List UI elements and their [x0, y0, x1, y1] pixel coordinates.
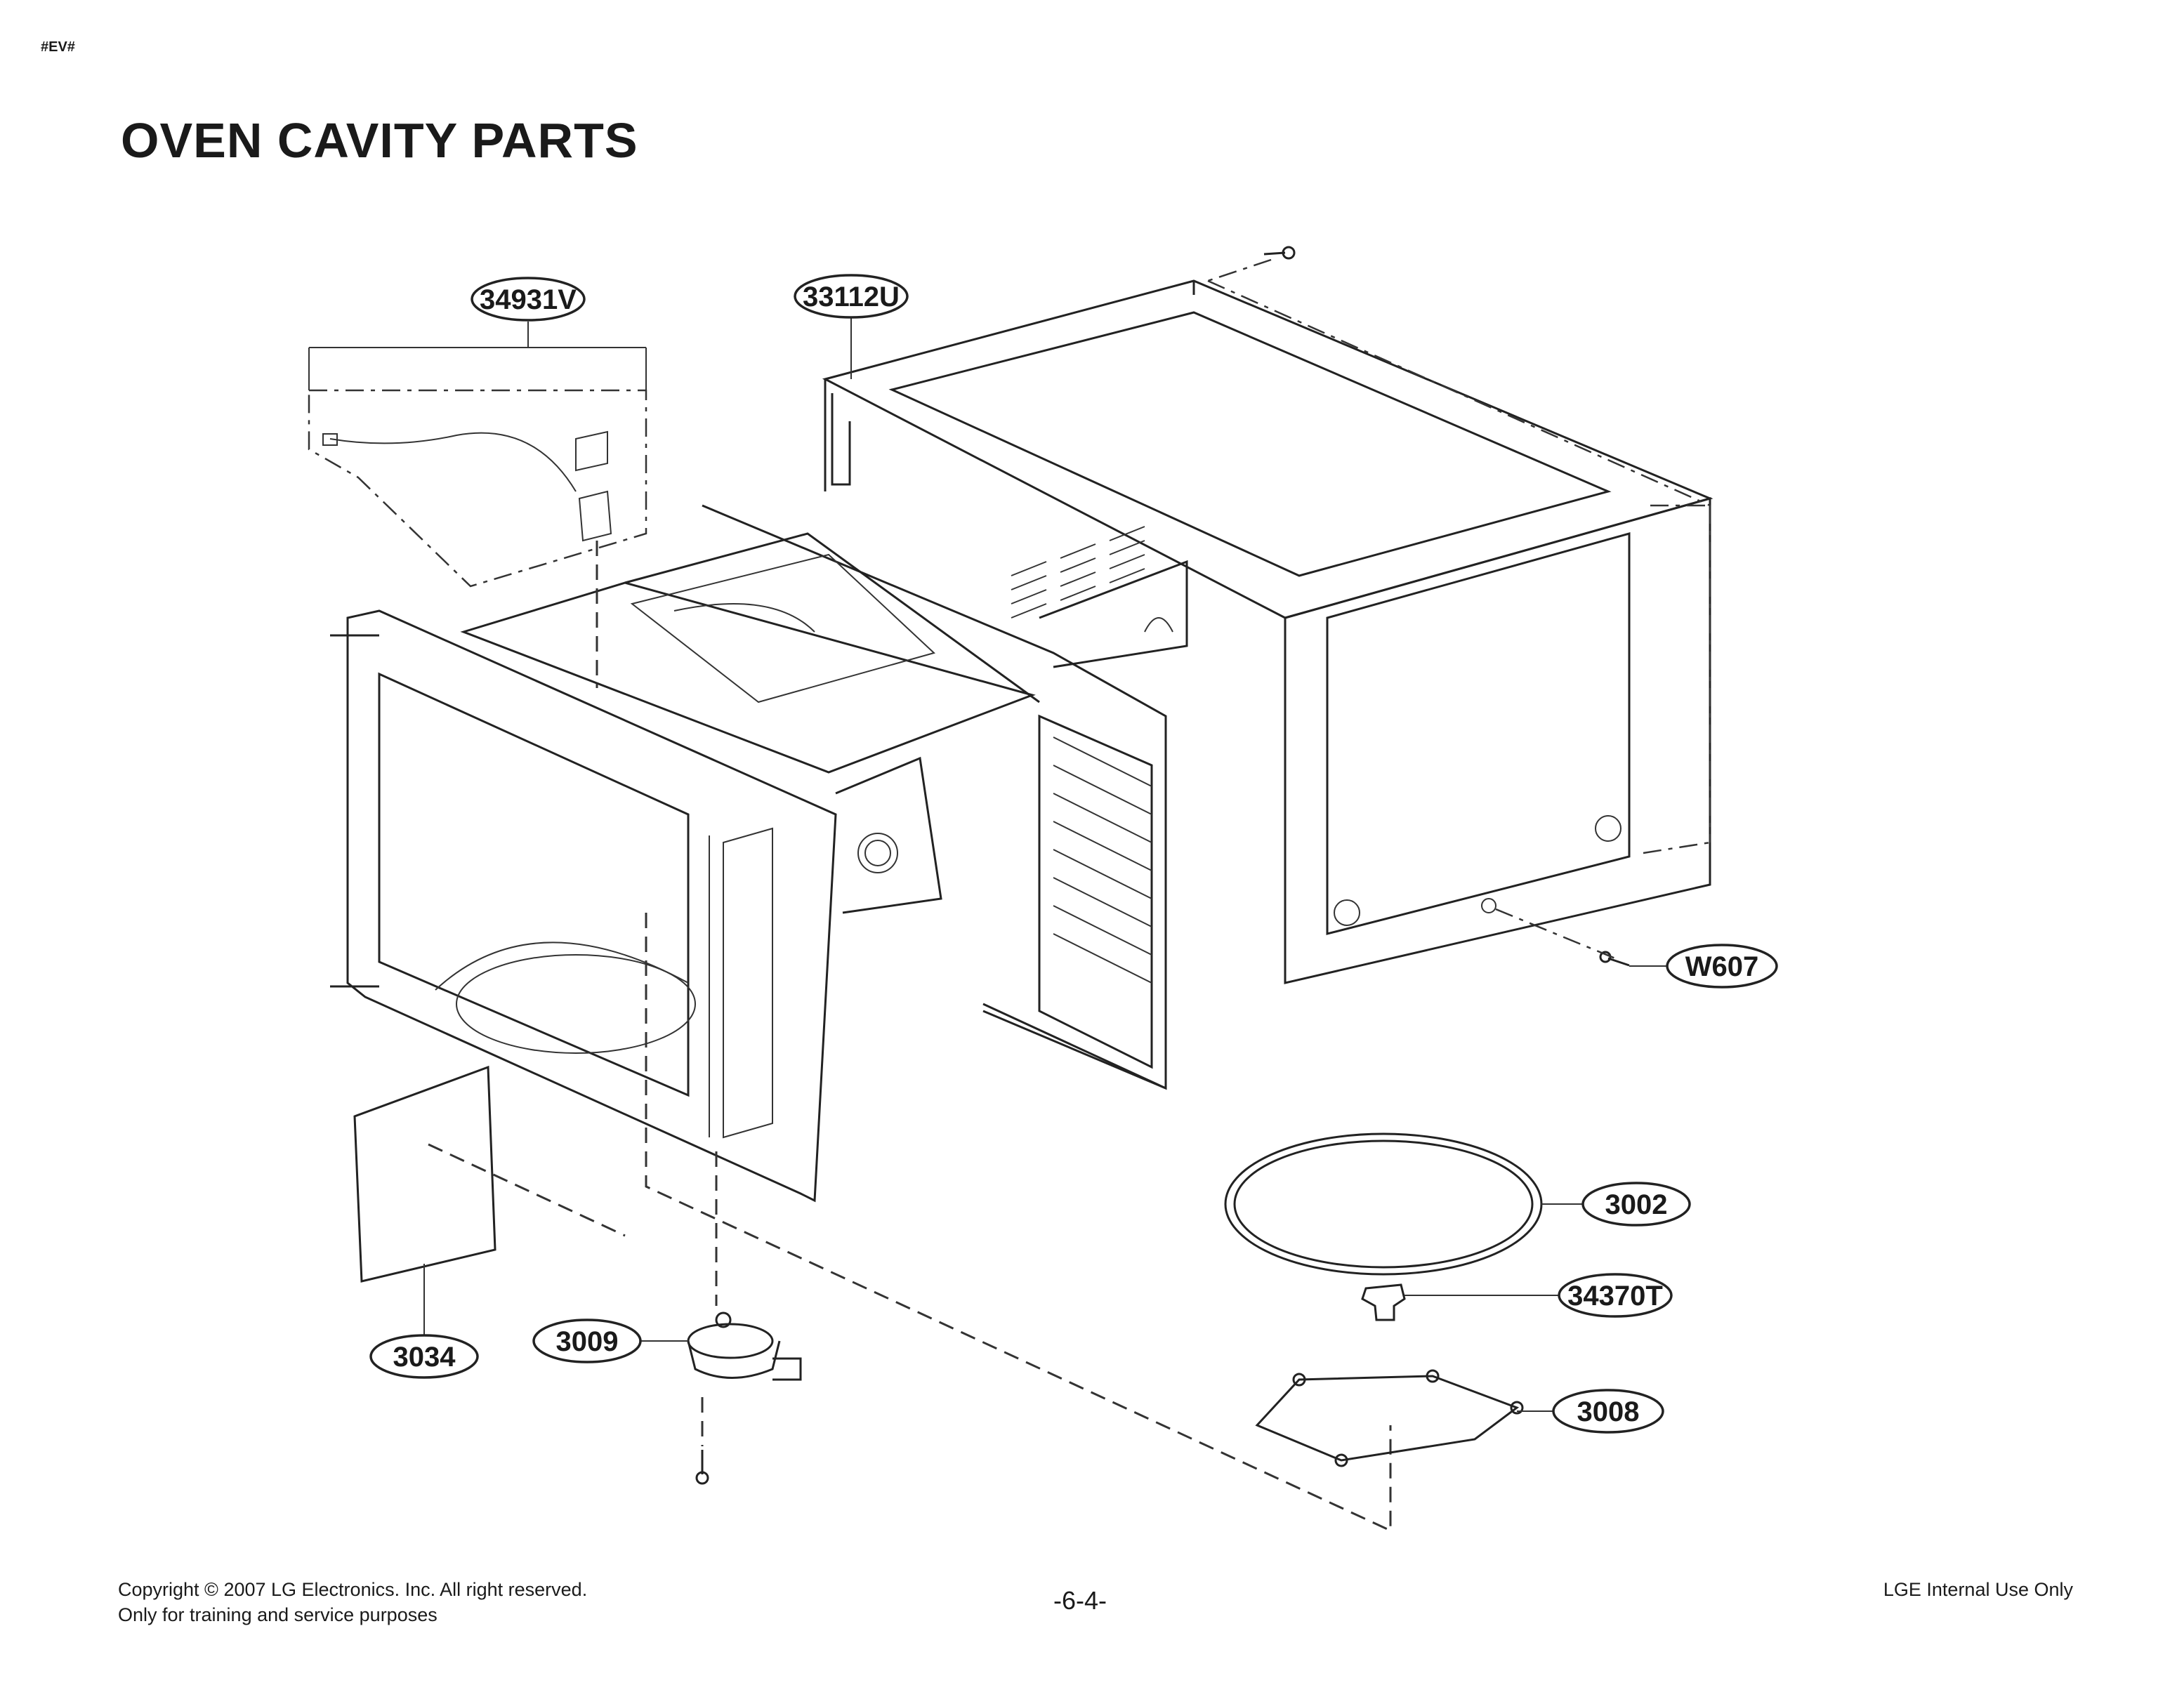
copyright-line-2: Only for training and service purposes — [118, 1604, 438, 1625]
waveguide-cover-drawing — [353, 1065, 496, 1283]
callout-3009[interactable]: 3009 — [532, 1319, 642, 1363]
turntable-motor-drawing — [687, 1311, 802, 1485]
callout-3002[interactable]: 3002 — [1581, 1182, 1691, 1227]
copyright-line-1: Copyright © 2007 LG Electronics. Inc. Al… — [118, 1579, 588, 1600]
cabinet-vent-slots — [1011, 526, 1145, 619]
callout-label: 3009 — [556, 1326, 619, 1357]
callout-34931V[interactable]: 34931V — [471, 277, 586, 322]
copyright-notice: Copyright © 2007 LG Electronics. Inc. Al… — [118, 1577, 587, 1627]
page-number: -6-4- — [1053, 1586, 1107, 1615]
callout-3008[interactable]: 3008 — [1552, 1389, 1664, 1434]
glass-tray-drawing — [1224, 1132, 1543, 1276]
callout-W607[interactable]: W607 — [1666, 944, 1778, 989]
roller-ring-drawing — [1255, 1369, 1524, 1467]
sensor-assembly-drawing — [308, 389, 647, 588]
callout-label: 3002 — [1605, 1189, 1668, 1220]
callout-label: 3008 — [1577, 1396, 1640, 1427]
internal-use-notice: LGE Internal Use Only — [1883, 1579, 2073, 1600]
callout-label: 3034 — [393, 1342, 456, 1373]
page-title: OVEN CAVITY PARTS — [121, 113, 638, 168]
callout-3034[interactable]: 3034 — [369, 1334, 479, 1379]
callout-label: 33112U — [803, 282, 900, 312]
outer-cabinet-drawing — [822, 279, 1713, 984]
oven-cavity-drawing — [330, 504, 1167, 1203]
callout-33112U[interactable]: 33112U — [794, 274, 909, 319]
callout-label: W607 — [1685, 951, 1759, 982]
callout-label: 34370T — [1567, 1281, 1663, 1311]
top-screw-drawing — [1263, 246, 1296, 260]
document-tag: #EV# — [41, 39, 75, 55]
coupler-drawing — [1361, 1283, 1406, 1321]
callout-34370T[interactable]: 34370T — [1558, 1273, 1673, 1318]
cavity-perforation-hint — [1053, 736, 1152, 984]
callout-label: 34931V — [480, 284, 577, 315]
